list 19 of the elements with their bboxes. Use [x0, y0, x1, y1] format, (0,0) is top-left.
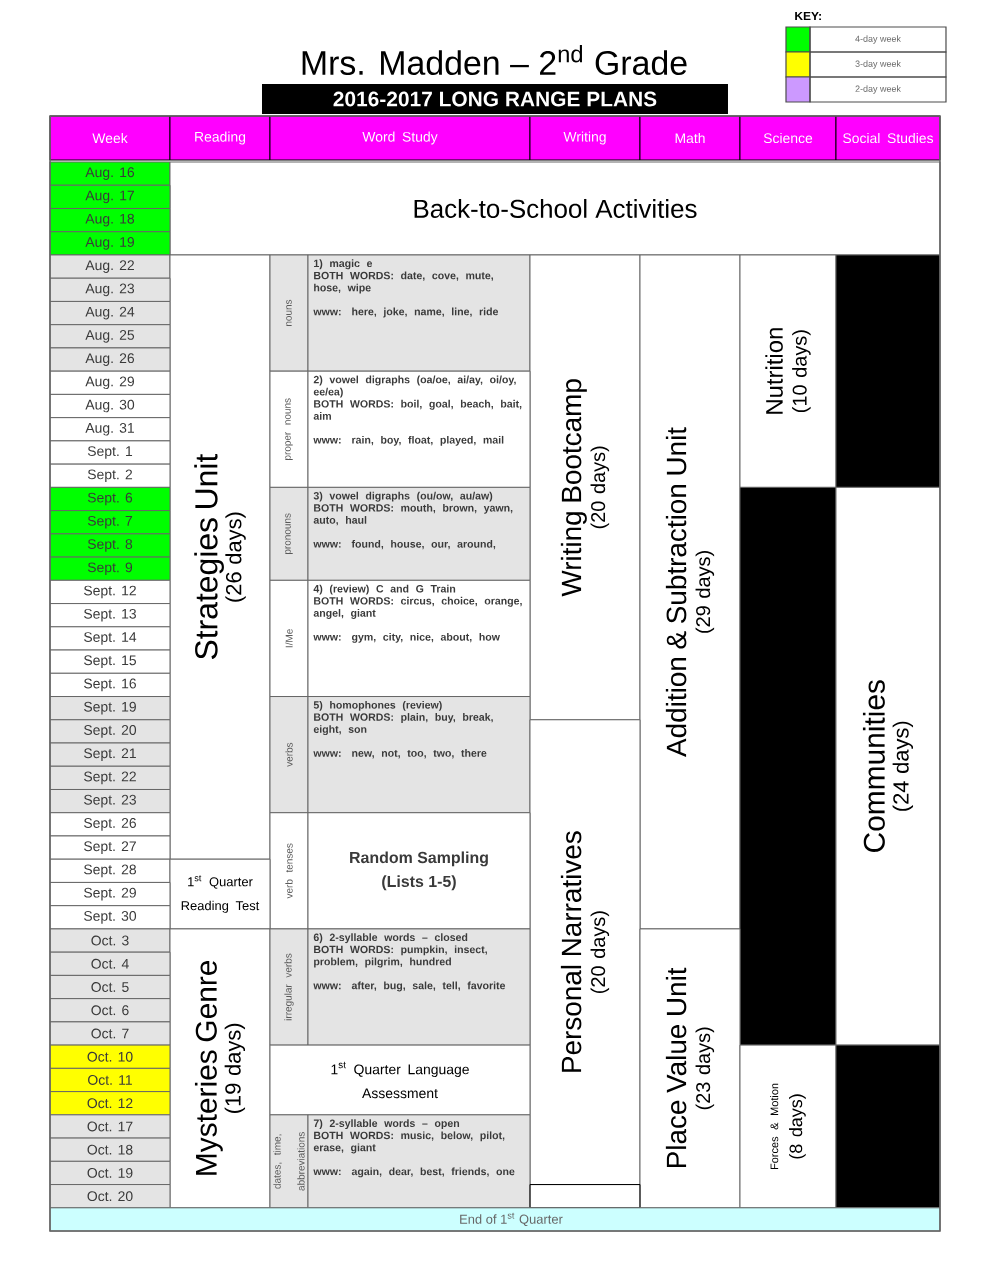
unit-duration: (29 days)	[695, 551, 715, 633]
unit-title: Communities	[862, 680, 885, 852]
unit-duration: (26 days)	[225, 512, 246, 602]
unit-duration: (8 days)	[789, 1094, 806, 1159]
unit-duration: (19 days)	[224, 1023, 246, 1113]
unit-title: Mysteries Genre	[194, 960, 223, 1175]
unit-title: Personal Narratives	[560, 831, 582, 1072]
unit-duration: (23 days)	[695, 1027, 715, 1110]
unit-title: Strategies Unit	[194, 453, 224, 660]
unit-duration: (24 days)	[892, 721, 914, 811]
unit-title: Place Value Unit	[665, 967, 687, 1168]
unit-duration: (20 days)	[590, 446, 610, 529]
unit-duration: (20 days)	[590, 911, 610, 993]
title: Mrs. Madden – 2$^{nd}$ Grade	[302, 45, 687, 76]
unit-title: Writing Bootcamp	[560, 379, 587, 597]
unit-title: Nutrition	[765, 328, 783, 414]
unit-duration: (10 days)	[792, 330, 811, 412]
subtitle-banner: 2016-2017 LONG RANGE PLANS	[262, 84, 728, 114]
unit-title: Addition & Subtraction Unit	[665, 427, 687, 757]
